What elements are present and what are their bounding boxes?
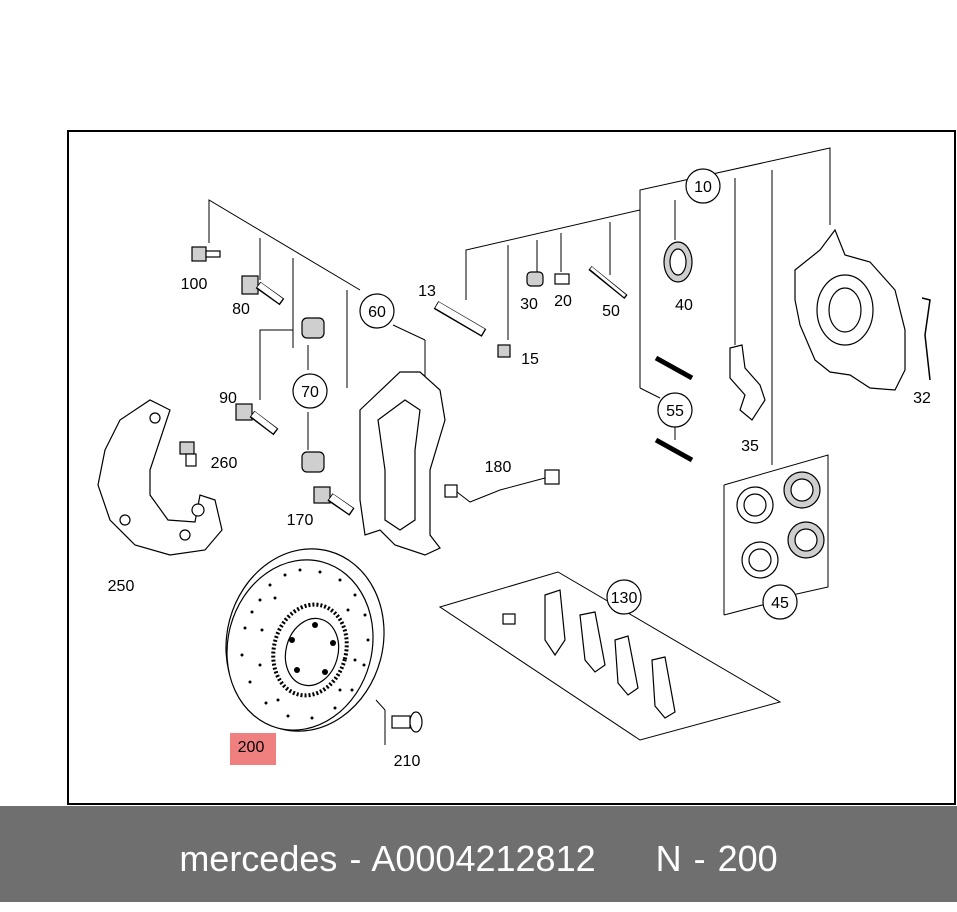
bolt-170-part — [313, 486, 355, 516]
pin-13-part — [433, 301, 487, 337]
label-170: 170 — [287, 512, 314, 529]
callout-circle-45 — [762, 584, 798, 620]
callout-circle-70 — [292, 373, 328, 409]
bolt-100-part — [191, 246, 221, 262]
label-15: 15 — [521, 351, 539, 368]
splash-shield-part — [97, 399, 223, 556]
label-130: 130 — [611, 590, 638, 607]
label-13: 13 — [418, 283, 436, 300]
footer-part-number-text: mercedes - A0004212812 N - 200 — [179, 838, 778, 879]
label-70: 70 — [301, 384, 319, 401]
highlight-marker — [230, 733, 276, 765]
bolt-80-part — [241, 275, 285, 306]
callout-circle-55 — [657, 392, 693, 428]
callout-circle-10 — [685, 168, 721, 204]
label-200: 200 — [238, 739, 265, 756]
label-60: 60 — [368, 304, 386, 321]
label-100: 100 — [181, 276, 208, 293]
nut-70-upper-part — [301, 317, 325, 339]
seal-kit-45-part — [723, 454, 829, 616]
guide-pin-55-part — [654, 355, 694, 463]
diagram-frame — [67, 130, 956, 805]
cap-30-part — [526, 271, 544, 287]
bolt-90-part — [235, 403, 279, 436]
nut-70-lower-part — [301, 451, 325, 473]
brake-pad-kit-130-part — [438, 571, 782, 741]
label-50: 50 — [602, 303, 620, 320]
label-32: 32 — [913, 390, 931, 407]
screw-15-part — [497, 344, 511, 358]
spring-35-part — [729, 344, 766, 421]
label-35: 35 — [741, 438, 759, 455]
label-55: 55 — [666, 403, 684, 420]
label-260: 260 — [211, 455, 238, 472]
callout-circle-130 — [606, 579, 642, 615]
label-10: 10 — [694, 179, 712, 196]
wear-sensor-180-part — [444, 469, 560, 503]
footer-bar: mercedes - A0004212812 N - 200 — [0, 806, 957, 902]
callout-circle-60 — [359, 293, 395, 329]
bolt-260-part — [179, 441, 197, 467]
label-180: 180 — [485, 459, 512, 476]
label-20: 20 — [554, 293, 572, 310]
label-250: 250 — [108, 578, 135, 595]
label-210: 210 — [394, 753, 421, 770]
clip-32-part — [921, 297, 931, 381]
label-40: 40 — [675, 297, 693, 314]
brake-disc-200-part — [225, 548, 385, 732]
leader-lines — [208, 147, 831, 745]
label-80: 80 — [232, 301, 250, 318]
screw-210-part — [391, 711, 423, 733]
rod-50-part — [588, 266, 628, 299]
label-45: 45 — [771, 595, 789, 612]
bleeder-20-part — [554, 273, 570, 285]
label-30: 30 — [520, 296, 538, 313]
label-90: 90 — [219, 390, 237, 407]
